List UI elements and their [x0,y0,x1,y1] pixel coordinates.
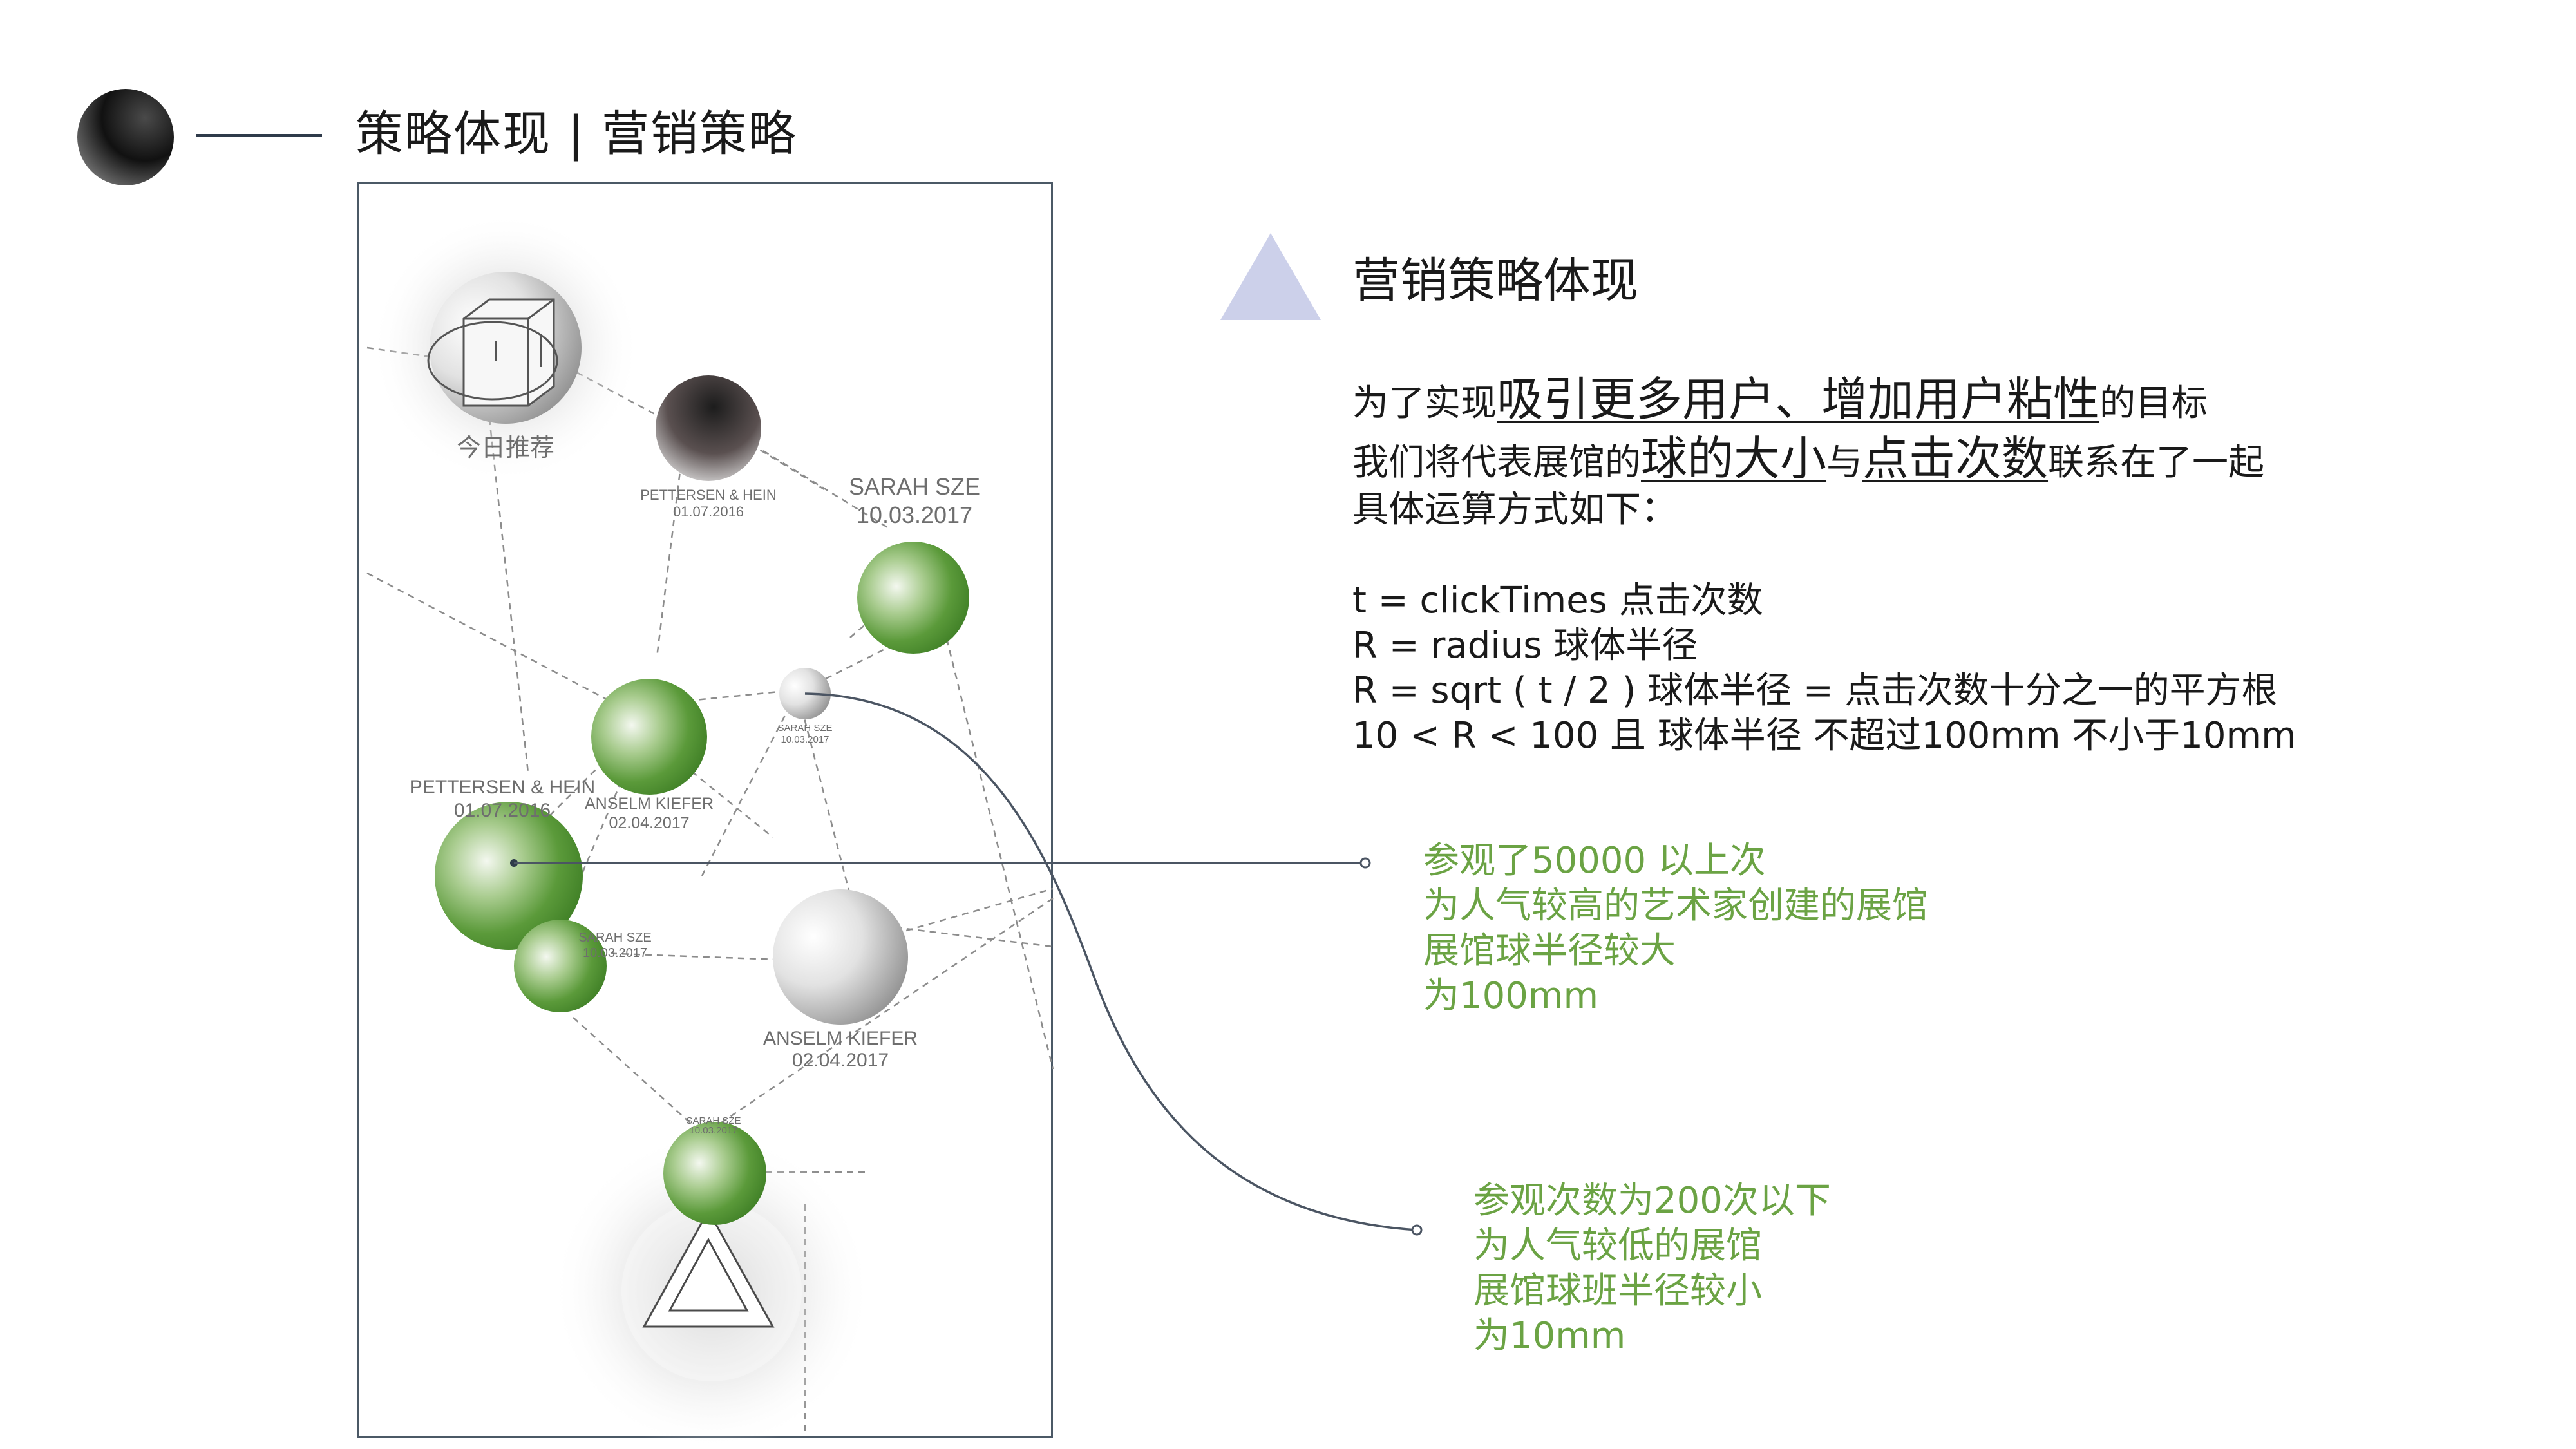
ball-label-line1: ANSELM KIEFER [763,1028,918,1049]
penrose-triangle-icon [642,1208,775,1328]
small-white-ball-sarah-sze[interactable]: SARAH SZE 10.03.2017 [777,668,833,745]
ball-label-line2: 01.07.2016 [454,800,551,821]
penrose-triangle-ball[interactable] [551,1130,873,1449]
green-ball-sarah-sze[interactable]: SARAH SZE 10.03.2017 [849,473,980,654]
ball-label-line1: SARAH SZE [686,1115,741,1126]
logo-dot-icon [77,89,174,185]
section-title: 营销策略体现 [1352,253,1638,308]
note-line: 为人气较低的展馆 [1473,1225,1762,1267]
note-line: 参观了50000 以上次 [1423,840,1766,882]
formula-line: R = sqrt ( t / 2 ) 球体半径 = 点击次数十分之一的平方根 [1352,670,2278,712]
intro-text: 与 [1826,442,1863,484]
ball-label-line2: 10.03.2017 [781,734,829,745]
white-ball-anselm-kiefer[interactable]: ANSELM KIEFER 02.04.2017 [763,889,918,1071]
intro-emphasis: 球的大小 [1641,431,1827,486]
intro-text: 我们将代表展馆的 [1352,442,1641,484]
formula-line: R = radius 球体半径 [1352,625,1698,667]
green-ball-sarah-sze-small[interactable]: SARAH SZE 10.03.2017 [514,920,652,1012]
ball-label-line2: 10.03.2017 [689,1125,737,1136]
callout-end-high [1359,857,1371,869]
formula-line: t = clickTimes 点击次数 [1352,580,1763,621]
intro-text: 的目标 [2099,383,2208,424]
today-pick-label: 今日推荐 [457,435,554,462]
header-divider [196,134,322,137]
ball-label-line2: 10.03.2017 [857,502,972,528]
ball-label-line2: 02.04.2017 [609,814,689,832]
ball-label-line1: SARAH SZE [849,473,980,500]
ball-label-line2: 10.03.2017 [583,946,647,960]
note-line: 为10mm [1473,1315,1626,1357]
intro-line-2: 我们将代表展馆的球的大小与点击次数联系在了一起 [1352,433,2264,489]
note-low-popularity: 参观次数为200次以下 为人气较低的展馆 展馆球班半径较小 为10mm [1473,1179,1831,1359]
cube-icon [427,298,558,407]
intro-text: 联系在了一起 [2048,442,2265,484]
callout-end-low [1411,1224,1423,1236]
intro-emphasis: 吸引更多用户、增加用户粘性 [1497,372,2100,426]
green-ball-pettersen-large[interactable]: PETTERSEN & HEIN 01.07.2016 [410,777,595,950]
today-pick-ball[interactable]: 今日推荐 [370,213,641,483]
ball-label-line1: SARAH SZE [777,723,832,734]
dark-ball-pettersen[interactable]: PETTERSEN & HEIN 01.07.2016 [640,375,777,520]
intro-emphasis: 点击次数 [1862,431,2049,486]
note-line: 为人气较高的艺术家创建的展馆 [1423,885,1928,927]
ball-label-line2: 02.04.2017 [792,1050,889,1071]
intro-text: 为了实现 [1352,383,1497,424]
ball-label-line1: SARAH SZE [578,931,651,945]
ball-label-line1: PETTERSEN & HEIN [410,777,595,798]
ball-label-line2: 01.07.2016 [673,504,744,520]
triangle-icon [1220,233,1321,320]
note-line: 展馆球班半径较小 [1473,1270,1762,1312]
green-ball-anselm-kiefer[interactable]: ANSELM KIEFER 02.04.2017 [585,679,714,832]
note-line: 为100mm [1423,975,1598,1017]
page-title: 策略体现 | 营销策略 [355,106,797,162]
ball-label-line1: ANSELM KIEFER [585,795,714,813]
intro-line-3: 具体运算方式如下： [1352,489,1677,531]
note-high-popularity: 参观了50000 以上次 为人气较高的艺术家创建的展馆 展馆球半径较大 为100… [1423,838,1928,1019]
formula-line: 10 < R < 100 且 球体半径 不超过100mm 不小于10mm [1352,715,2297,757]
green-ball-sarah-sze-bottom[interactable]: SARAH SZE 10.03.2017 [663,1115,766,1225]
ball-label-line1: PETTERSEN & HEIN [640,487,776,503]
intro-line-1: 为了实现吸引更多用户、增加用户粘性的目标 [1352,374,2208,430]
callout-lines [514,692,1417,1231]
note-line: 参观次数为200次以下 [1473,1180,1831,1222]
note-line: 展馆球半径较大 [1423,930,1676,972]
